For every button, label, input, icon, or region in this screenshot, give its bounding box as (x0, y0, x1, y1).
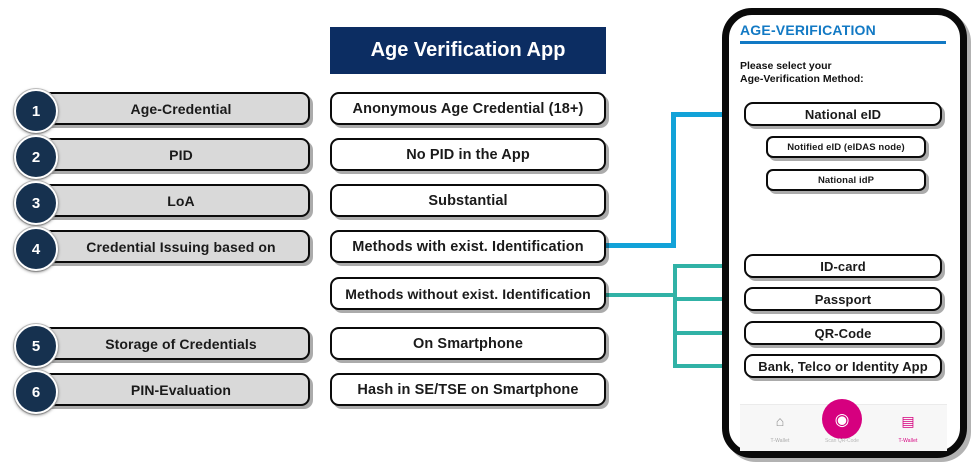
left-row-label: PID (169, 146, 193, 163)
connector-blue-seg3 (671, 112, 746, 117)
connector-teal-branch-qr (673, 331, 745, 335)
connector-teal-branch-bank (673, 364, 745, 368)
phone-option-bank-telco-identity-app[interactable]: Bank, Telco or Identity App (744, 354, 942, 378)
phone-option-id-card[interactable]: ID-card (744, 254, 942, 278)
connector-blue-seg2 (671, 112, 676, 248)
left-badge-number: 4 (31, 240, 41, 258)
phone-option-label: National idP (817, 174, 875, 186)
left-row-label: Age-Credential (130, 100, 232, 117)
app-header-title: AGE-VERIFICATION (740, 22, 876, 38)
connector-blue-seg1 (605, 243, 675, 248)
connector-teal-branch-idcard (673, 264, 745, 268)
phone-option-label: Notified eID (eIDAS node) (787, 141, 905, 153)
smartphone-mockup (722, 8, 967, 458)
nav-item-scan-qr[interactable]: ◉ (822, 399, 862, 439)
prompt-line-1: Please select your (740, 60, 832, 72)
left-row-age-credential[interactable]: Age-Credential (18, 92, 310, 125)
nav-item-label-scan: Scan QR-Code (825, 438, 859, 444)
connector-teal-trunk-v (673, 264, 677, 368)
id-card-icon: ▤ (901, 413, 915, 429)
phone-option-passport[interactable]: Passport (744, 287, 942, 311)
middle-row-label: Hash in SE/TSE on Smartphone (357, 381, 579, 398)
left-badge-number: 2 (31, 148, 41, 166)
middle-row-hash-se-tse[interactable]: Hash in SE/TSE on Smartphone (330, 373, 606, 406)
nav-item-label: T-Wallet (770, 438, 790, 444)
phone-option-label: National eID (804, 106, 882, 122)
middle-row-methods-without-identification[interactable]: Methods without exist. Identification (330, 277, 606, 310)
phone-option-label: ID-card (820, 258, 866, 274)
home-icon: ⌂ (775, 413, 785, 429)
middle-row-on-smartphone[interactable]: On Smartphone (330, 327, 606, 360)
left-row-pid[interactable]: PID (18, 138, 310, 171)
left-row-label: Credential Issuing based on (86, 238, 276, 255)
phone-option-national-eid[interactable]: National eID (744, 102, 942, 126)
phone-option-national-idp[interactable]: National idP (766, 169, 926, 191)
left-row-credential-issuing[interactable]: Credential Issuing based on (18, 230, 310, 263)
left-badge-number: 3 (31, 194, 41, 212)
left-badge-1: 1 (14, 89, 58, 133)
left-row-storage[interactable]: Storage of Credentials (18, 327, 310, 360)
middle-row-methods-with-identification[interactable]: Methods with exist. Identification (330, 230, 606, 263)
camera-icon: ◉ (834, 409, 850, 429)
middle-row-substantial[interactable]: Substantial (330, 184, 606, 217)
middle-row-anonymous-age-credential[interactable]: Anonymous Age Credential (18+) (330, 92, 606, 125)
left-badge-4: 4 (14, 227, 58, 271)
left-badge-number: 1 (31, 102, 41, 120)
middle-row-no-pid[interactable]: No PID in the App (330, 138, 606, 171)
left-badge-6: 6 (14, 370, 58, 414)
phone-option-qr-code[interactable]: QR-Code (744, 321, 942, 345)
phone-option-notified-eid[interactable]: Notified eID (eIDAS node) (766, 136, 926, 158)
phone-screen (743, 23, 946, 449)
connector-teal-trunk-h (605, 293, 675, 297)
middle-row-label: Anonymous Age Credential (18+) (352, 100, 584, 117)
prompt-line-2: Age-Verification Method: (740, 73, 864, 85)
app-header-divider (740, 41, 946, 44)
page-title-label: Age Verification App (370, 39, 566, 61)
left-row-label: PIN-Evaluation (130, 381, 232, 398)
left-row-label: LoA (167, 192, 195, 209)
phone-bottom-nav: ⌂ T-Wallet ◉ Scan QR-Code ▤ T-Wallet (740, 399, 947, 451)
left-row-label: Storage of Credentials (105, 335, 257, 352)
connector-teal-branch-passport (673, 297, 745, 301)
middle-row-label: No PID in the App (406, 146, 530, 163)
phone-option-label: Bank, Telco or Identity App (758, 358, 928, 374)
middle-row-label: Methods without exist. Identification (345, 285, 591, 302)
nav-item-label: T-Wallet (898, 438, 918, 444)
left-badge-number: 5 (31, 337, 41, 355)
page-title: Age Verification App (330, 27, 606, 74)
phone-option-label: Passport (814, 291, 872, 307)
left-badge-5: 5 (14, 324, 58, 368)
middle-row-label: Methods with exist. Identification (352, 238, 584, 255)
nav-item-wallet[interactable]: ▤ T-Wallet (876, 413, 940, 444)
nav-item-home[interactable]: ⌂ T-Wallet (748, 413, 812, 444)
left-badge-number: 6 (31, 383, 41, 401)
left-badge-3: 3 (14, 181, 58, 225)
left-badge-2: 2 (14, 135, 58, 179)
left-row-pin-evaluation[interactable]: PIN-Evaluation (18, 373, 310, 406)
middle-row-label: Substantial (428, 192, 508, 209)
middle-row-label: On Smartphone (412, 335, 524, 352)
left-row-loa[interactable]: LoA (18, 184, 310, 217)
phone-option-label: QR-Code (814, 325, 872, 341)
